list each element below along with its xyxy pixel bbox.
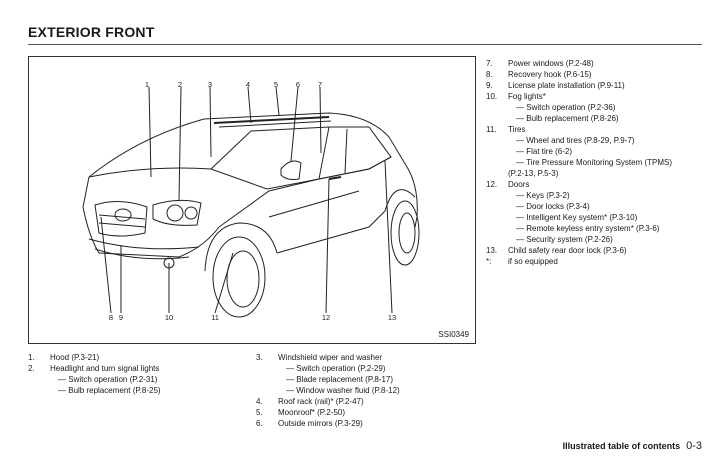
item-text: Outside mirrors (P.3-29) [278,419,363,428]
title-divider [28,44,702,45]
page-title: EXTERIOR FRONT [28,24,155,40]
sub-item: Blade replacement (P.8-17) [278,374,476,385]
callout-8: 8 [108,313,114,322]
callout-9: 9 [118,313,124,322]
item-number: 5. [256,408,263,417]
item-number: 13. [486,246,498,255]
callout-1: 1 [144,80,150,89]
item-text: Headlight and turn signal lights [50,364,160,373]
item-number: 8. [486,70,493,79]
item-text: Doors [508,180,530,189]
list-item: 9. License plate installation (P.9-11) [486,80,716,91]
item-text: if so equipped [508,257,558,266]
sub-item: Switch operation (P.2-31) [50,374,238,385]
item-text: Roof rack (rail)* (P.2-47) [278,397,364,406]
sub-item: Bulb replacement (P.8-26) [508,113,716,124]
item-number: 9. [486,81,493,90]
item-number: 12. [486,180,498,189]
callout-13: 13 [387,313,397,322]
callout-5: 5 [273,80,279,89]
item-number: 1. [28,353,35,362]
list-item: 7. Power windows (P.2-48) [486,58,716,69]
suv-drawing [82,86,420,318]
list-item: 11. Tires Wheel and tires (P.8-29, P.9-7)… [486,124,716,179]
item-text: Moonroof* (P.2-50) [278,408,345,417]
bottom-middle-legend-list: 3. Windshield wiper and washer Switch ope… [256,352,476,429]
sub-item: Keys (P.3-2) [508,190,716,201]
item-text: Windshield wiper and washer [278,353,383,362]
item-text: Child safety rear door lock (P.3-6) [508,246,627,255]
callout-4: 4 [245,80,251,89]
item-text: Tires [508,125,526,134]
callout-12: 12 [321,313,331,322]
page-number: 0-3 [686,440,702,452]
list-item: 8. Recovery hook (P.6-15) [486,69,716,80]
vehicle-illustration: 1 2 3 4 5 6 7 8 9 10 11 12 13 SSI0349 [28,56,476,344]
sub-item: Bulb replacement (P.8-25) [50,385,238,396]
item-text: Recovery hook (P.6-15) [508,70,592,79]
callout-10: 10 [164,313,174,322]
item-text: Power windows (P.2-48) [508,59,594,68]
list-item: 12. Doors Keys (P.3-2) Door locks (P.3-4)… [486,179,716,245]
list-item: 2. Headlight and turn signal lights Switc… [28,363,238,396]
sub-item: Wheel and tires (P.8-29, P.9-7) [508,135,716,146]
list-item: 6. Outside mirrors (P.3-29) [256,418,476,429]
sub-item: Flat tire (6-2) [508,146,716,157]
item-number: 4. [256,397,263,406]
callout-6: 6 [295,80,301,89]
item-number: 3. [256,353,263,362]
item-text: Fog lights* [508,92,546,101]
sub-item: Door locks (P.3-4) [508,201,716,212]
item-text: License plate installation (P.9-11) [508,81,625,90]
sub-item: Switch operation (P.2-36) [508,102,716,113]
bottom-left-legend-list: 1. Hood (P.3-21) 2. Headlight and turn sig… [28,352,238,396]
item-number: *: [486,257,492,266]
list-item: 4. Roof rack (rail)* (P.2-47) [256,396,476,407]
sub-item-continuation: (P.2-13, P.5-3) [508,169,559,178]
list-item: 10. Fog lights* Switch operation (P.2-36)… [486,91,716,124]
sub-item: Intelligent Key system* (P.3-10) [508,212,716,223]
callout-7: 7 [317,80,323,89]
list-item: 13. Child safety rear door lock (P.3-6) [486,245,716,256]
sub-item: Switch operation (P.2-29) [278,363,476,374]
right-legend-list: 7. Power windows (P.2-48) 8. Recovery hook… [486,58,716,267]
sub-item: Tire Pressure Monitoring System (TPMS) [508,157,716,168]
item-text: Hood (P.3-21) [50,353,100,362]
list-item: 1. Hood (P.3-21) [28,352,238,363]
item-number: 6. [256,419,263,428]
footer-section-label: Illustrated table of contents [562,441,681,451]
callout-11: 11 [211,313,219,322]
callout-2: 2 [177,80,183,89]
list-item: *: if so equipped [486,256,716,267]
item-number: 11. [486,125,497,134]
item-number: 10. [486,92,498,101]
list-item: 3. Windshield wiper and washer Switch ope… [256,352,476,396]
sub-item: Remote keyless entry system* (P.3-6) [508,223,716,234]
callout-3: 3 [207,80,213,89]
figure-code: SSI0349 [438,330,469,339]
page-footer: Illustrated table of contents 0-3 [563,440,702,452]
list-item: 5. Moonroof* (P.2-50) [256,407,476,418]
sub-item: Window washer fluid (P.8-12) [278,385,476,396]
item-number: 2. [28,364,35,373]
sub-item: Security system (P.2-26) [508,234,716,245]
item-number: 7. [486,59,493,68]
